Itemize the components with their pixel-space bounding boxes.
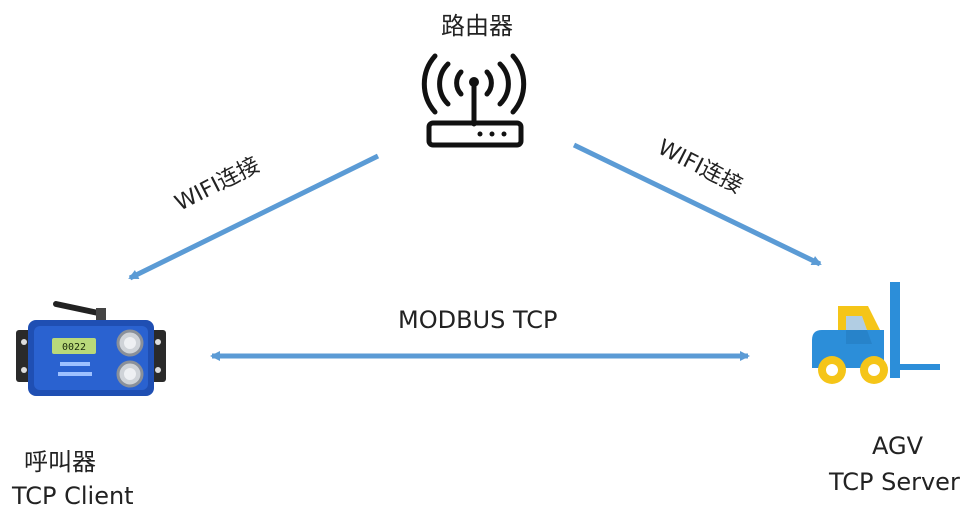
server-role-label: TCP Server [829,468,960,496]
wifi-right-arrow [572,142,822,267]
wifi-left-arrow [128,153,380,281]
server-name-label: AGV [872,432,924,460]
modbus-label: MODBUS TCP [398,306,558,334]
forklift-icon [812,282,940,384]
router-icon [421,53,527,148]
caller-device-icon: 0022 [16,301,166,396]
caller-screen-value: 0022 [62,342,86,353]
client-role-label: TCP Client [12,482,134,510]
router-label: 路由器 [441,12,513,40]
client-name-label: 呼叫器 [24,448,96,476]
